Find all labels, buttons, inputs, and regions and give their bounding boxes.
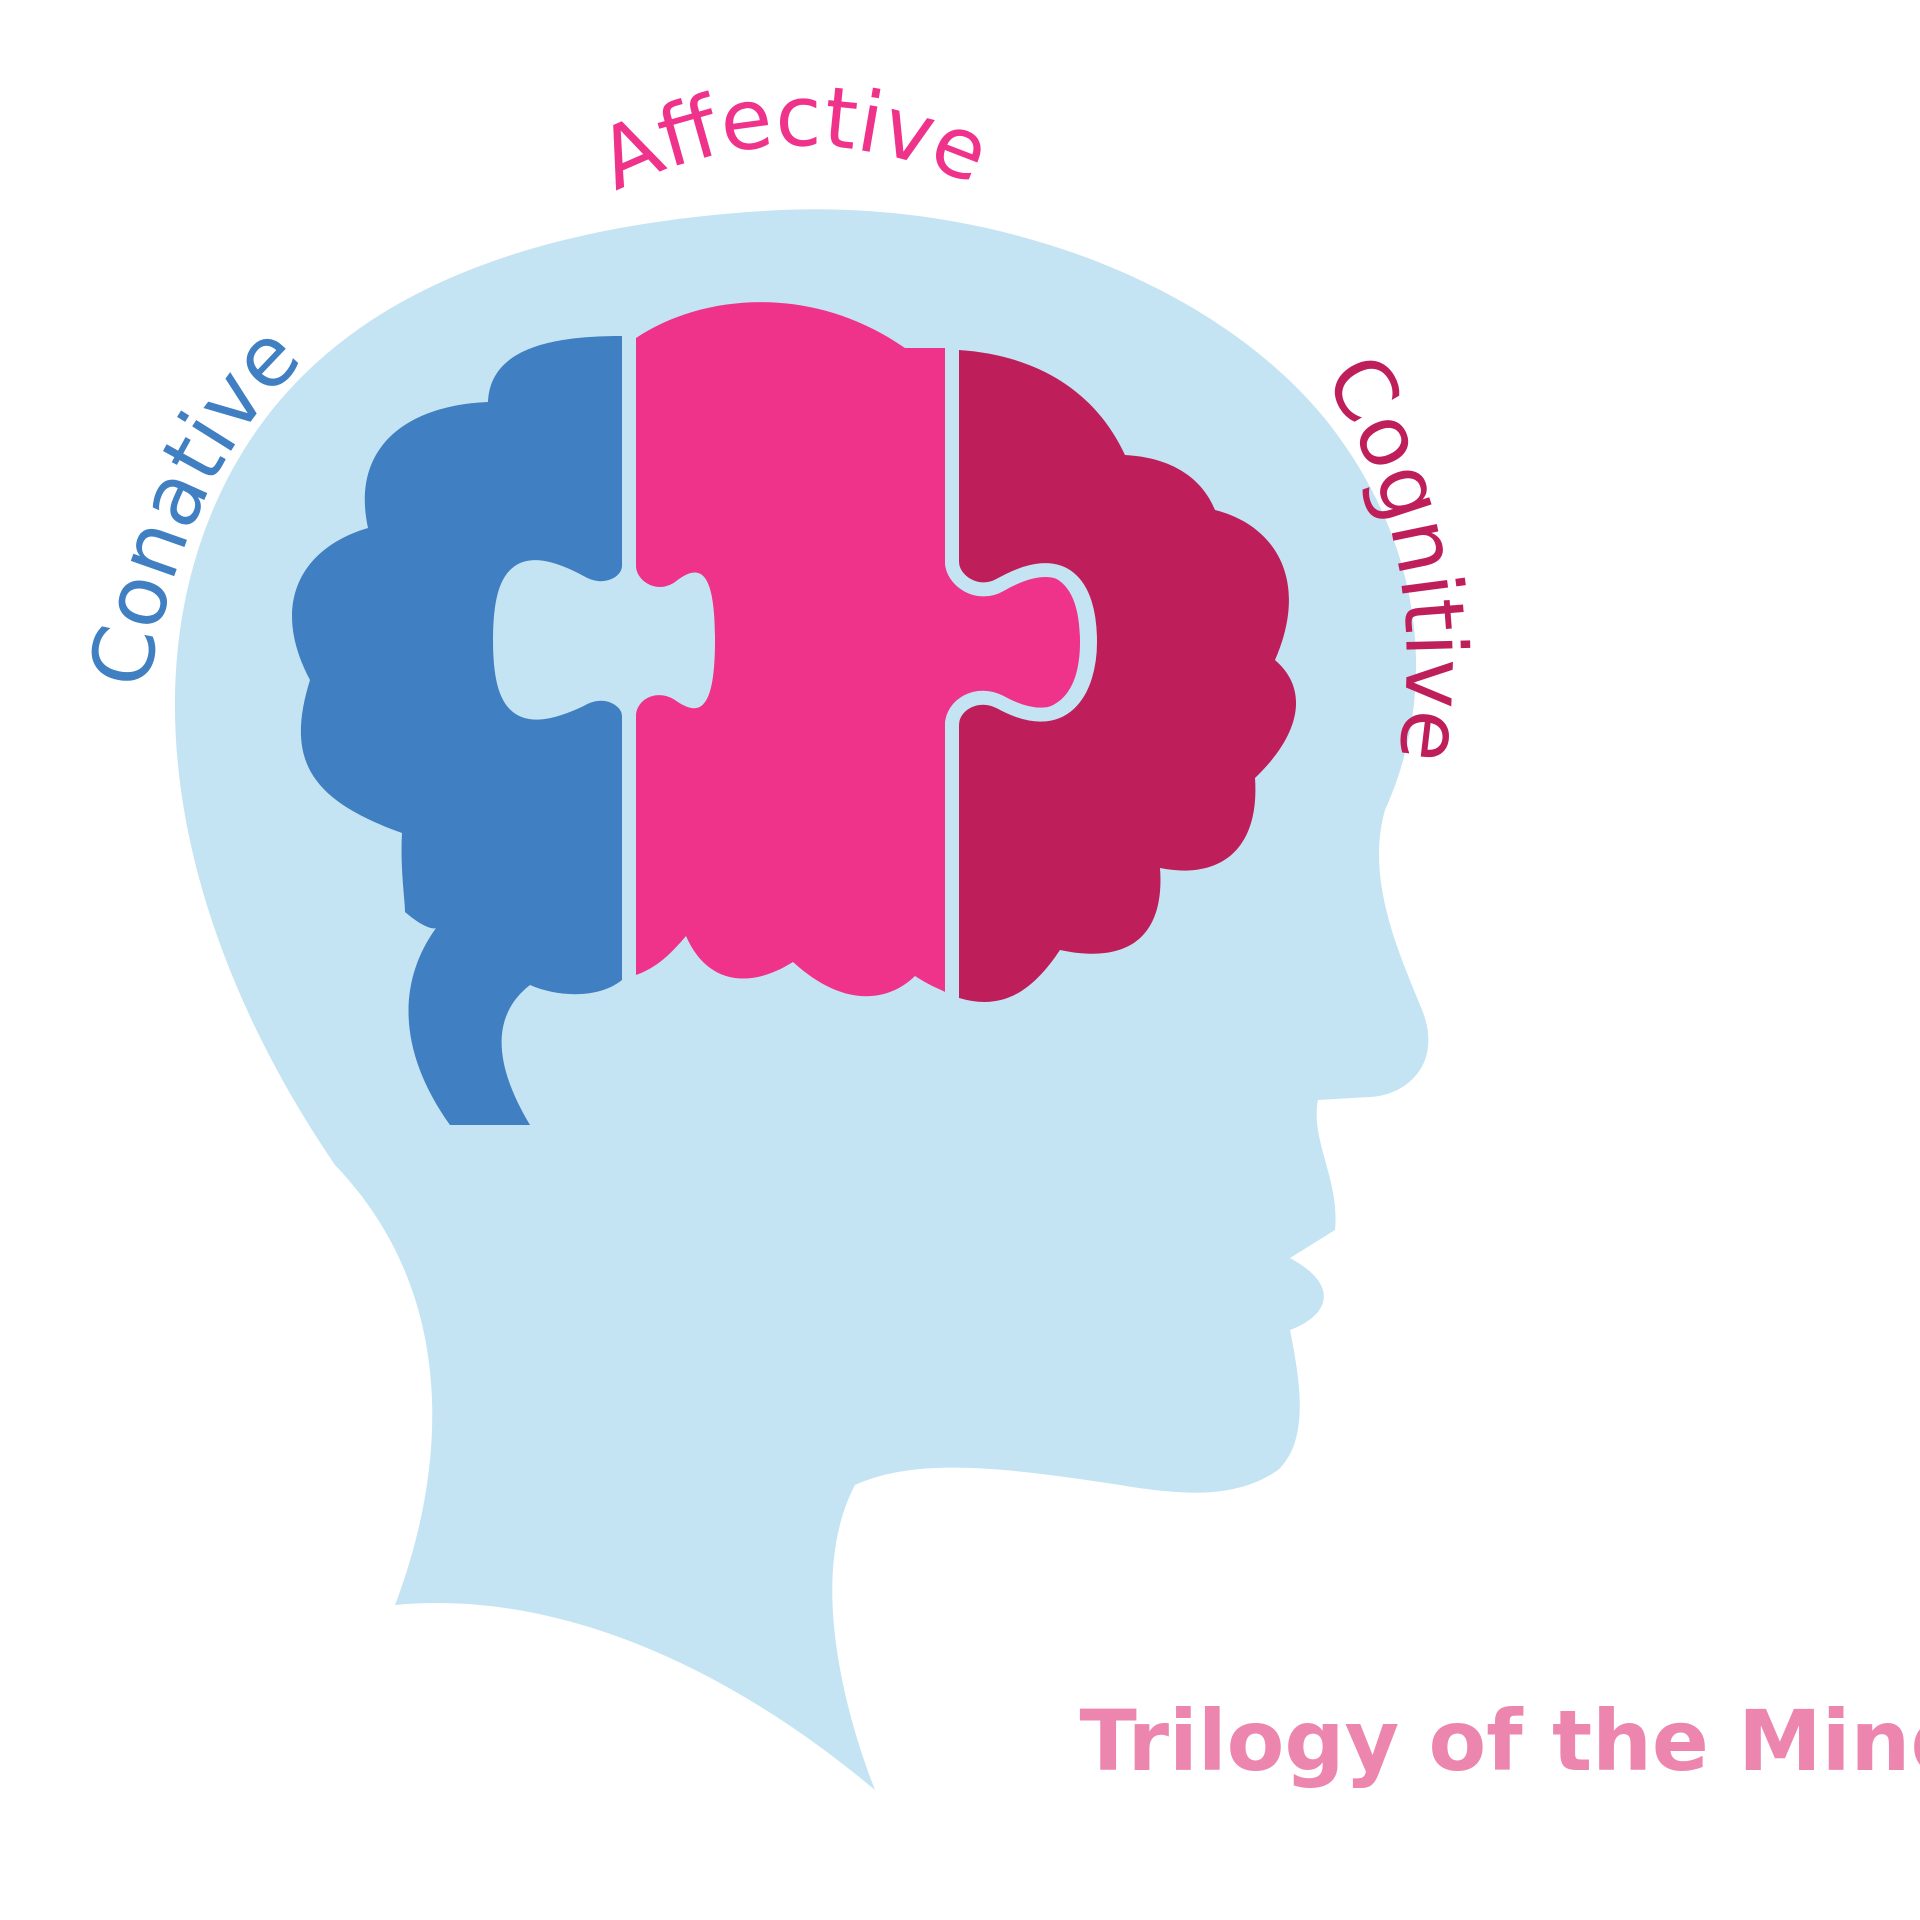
diagram-title: Trilogy of the Mind (1080, 1692, 1920, 1790)
affective-region (636, 302, 1080, 997)
puzzle-seam-left (493, 336, 636, 980)
cognitive-region (959, 350, 1297, 1002)
conative-region (292, 336, 622, 1125)
affective-label: Affective (585, 67, 1002, 209)
puzzle-seam-right (945, 348, 1097, 995)
